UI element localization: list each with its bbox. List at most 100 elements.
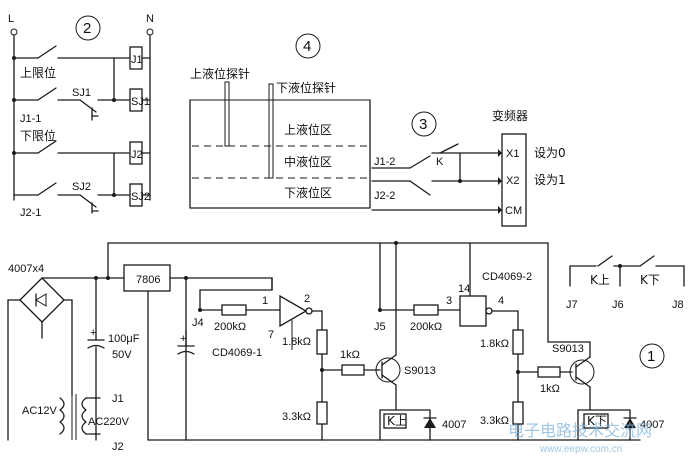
- k-contact: [439, 143, 459, 154]
- coil-sj1-label: SJ1: [131, 96, 150, 108]
- panel-2-relay-ladder: L N 2 J1 上限位 SJ1 J1-1 SJ1: [8, 13, 154, 219]
- upper-limit-label: 上限位: [20, 65, 56, 80]
- rail-l-label: L: [8, 13, 14, 25]
- watermark: 电子电路技术交流网 www.eepw.com.cn: [508, 421, 652, 455]
- transistor-s9013-1: [375, 357, 401, 383]
- j7-label: J7: [566, 299, 578, 311]
- d1-label: 4007: [442, 419, 466, 431]
- zone-upper-label: 上液位区: [284, 122, 332, 137]
- j2-2-contact: [409, 180, 431, 196]
- ic2-label: CD4069-2: [482, 271, 532, 283]
- watermark-text: 电子电路技术交流网: [508, 421, 652, 440]
- k-down-label: K下: [587, 414, 607, 428]
- sj1-contact: [79, 99, 97, 113]
- transistor-s9013-2: [569, 359, 595, 385]
- terminal-x2: X2: [506, 175, 519, 187]
- panel-4-tank: 4 上液位探针 下液位探针 上液位区 中液位区 下液位区: [189, 33, 371, 209]
- panel-1-number-circle: [639, 343, 665, 369]
- resistor-1k8-1: [316, 329, 328, 355]
- panel-1-control-board: 1 4007x4 7806 + 100μF 50V: [7, 241, 685, 453]
- k-label: K: [436, 156, 444, 168]
- svg-text:+: +: [90, 327, 96, 339]
- j2-1-label: J2-1: [20, 207, 41, 219]
- svg-text:+: +: [180, 333, 186, 345]
- regulator-label: 7806: [136, 274, 160, 286]
- terminal-x1: X1: [506, 148, 519, 160]
- lower-limit-switch: [37, 140, 57, 154]
- lower-limit-label: 下限位: [20, 128, 56, 143]
- r6-label: 1.8kΩ: [480, 338, 509, 350]
- j8-label: J8: [672, 299, 684, 311]
- transformer-primary: [59, 397, 65, 435]
- upper-limit-switch: [37, 45, 57, 59]
- diode-4007-2: [624, 418, 636, 428]
- ac12-label: AC12V: [22, 405, 58, 417]
- j1-1-contact: [37, 87, 57, 101]
- watermark-url: www.eepw.com.cn: [539, 444, 622, 455]
- zone-lower-label: 下液位区: [284, 185, 332, 200]
- diode-4007-1: [424, 418, 436, 428]
- inverter-gate-2: [459, 295, 487, 327]
- sj2-label: SJ2: [72, 181, 91, 193]
- j1-1-label: J1-1: [20, 113, 41, 125]
- j2-2-label: J2-2: [374, 190, 395, 202]
- j5-label: J5: [374, 321, 386, 333]
- coil-j2-label: J2: [131, 149, 143, 161]
- r3-label: 1.8kΩ: [282, 336, 311, 348]
- relay-k-up: [383, 413, 407, 429]
- terminal-cm: CM: [505, 205, 522, 217]
- bridge-rectifier: [19, 277, 65, 323]
- j2-1-contact: [37, 182, 57, 196]
- resistor-1k-2: [537, 366, 561, 378]
- sj2-contact: [79, 194, 97, 208]
- rail-l-terminal: [10, 28, 18, 36]
- k-up-label: K上: [387, 414, 407, 428]
- lower-probe: [268, 83, 274, 179]
- j2-label: J2: [112, 441, 124, 453]
- r8-label: 1kΩ: [540, 383, 560, 395]
- set-0-label: 设为0: [534, 146, 566, 160]
- k-down-contact-label: K下: [640, 273, 660, 287]
- k-up-contact-label: K上: [590, 273, 610, 287]
- panel-4-number: 4: [303, 38, 311, 55]
- k-down-contact: [639, 255, 655, 267]
- panel-3-number-circle: [411, 111, 437, 137]
- j1-label: J1: [112, 393, 124, 405]
- panel-2-number-circle: [75, 15, 101, 41]
- relay-k-down: [583, 413, 609, 429]
- resistor-1k-1: [341, 364, 365, 376]
- rail-n-terminal: [146, 28, 154, 36]
- pin1-label: 1: [262, 295, 268, 307]
- j1-2-contact: [409, 155, 431, 169]
- lower-probe-label: 下液位探针: [276, 80, 336, 95]
- inverter-gate-1: [279, 294, 308, 328]
- r2-label: 200kΩ: [410, 321, 442, 333]
- panel-3-number: 3: [419, 116, 427, 133]
- q1-label: S9013: [404, 365, 436, 377]
- d2-label: 4007: [640, 419, 664, 431]
- cap-voltage-label: 50V: [112, 349, 132, 361]
- bridge-label: 4007x4: [8, 263, 44, 275]
- resistor-200k-1: [221, 304, 247, 316]
- r5-label: 1kΩ: [340, 349, 360, 361]
- inverter-label: 变频器: [492, 108, 528, 123]
- upper-probe: [224, 81, 230, 147]
- r4-label: 3.3kΩ: [282, 411, 311, 423]
- zone-middle-label: 中液位区: [284, 154, 332, 169]
- ic1-label: CD4069-1: [212, 347, 262, 359]
- resistor-3k3-1: [316, 401, 328, 425]
- q2-label: S9013: [552, 343, 584, 355]
- j6-label: J6: [612, 299, 624, 311]
- coil-j1-label: J1: [131, 54, 143, 66]
- cap-value-label: 100μF: [108, 333, 140, 345]
- pin3-label: 3: [446, 295, 452, 307]
- ac220-label: AC220V: [88, 416, 130, 428]
- tank-outline: [189, 99, 371, 209]
- k-up-contact: [597, 255, 613, 267]
- pin4-label: 4: [498, 295, 504, 307]
- j1-2-label: J1-2: [374, 156, 395, 168]
- set-1-label: 设为1: [534, 173, 566, 187]
- regulator-7806: [123, 264, 171, 292]
